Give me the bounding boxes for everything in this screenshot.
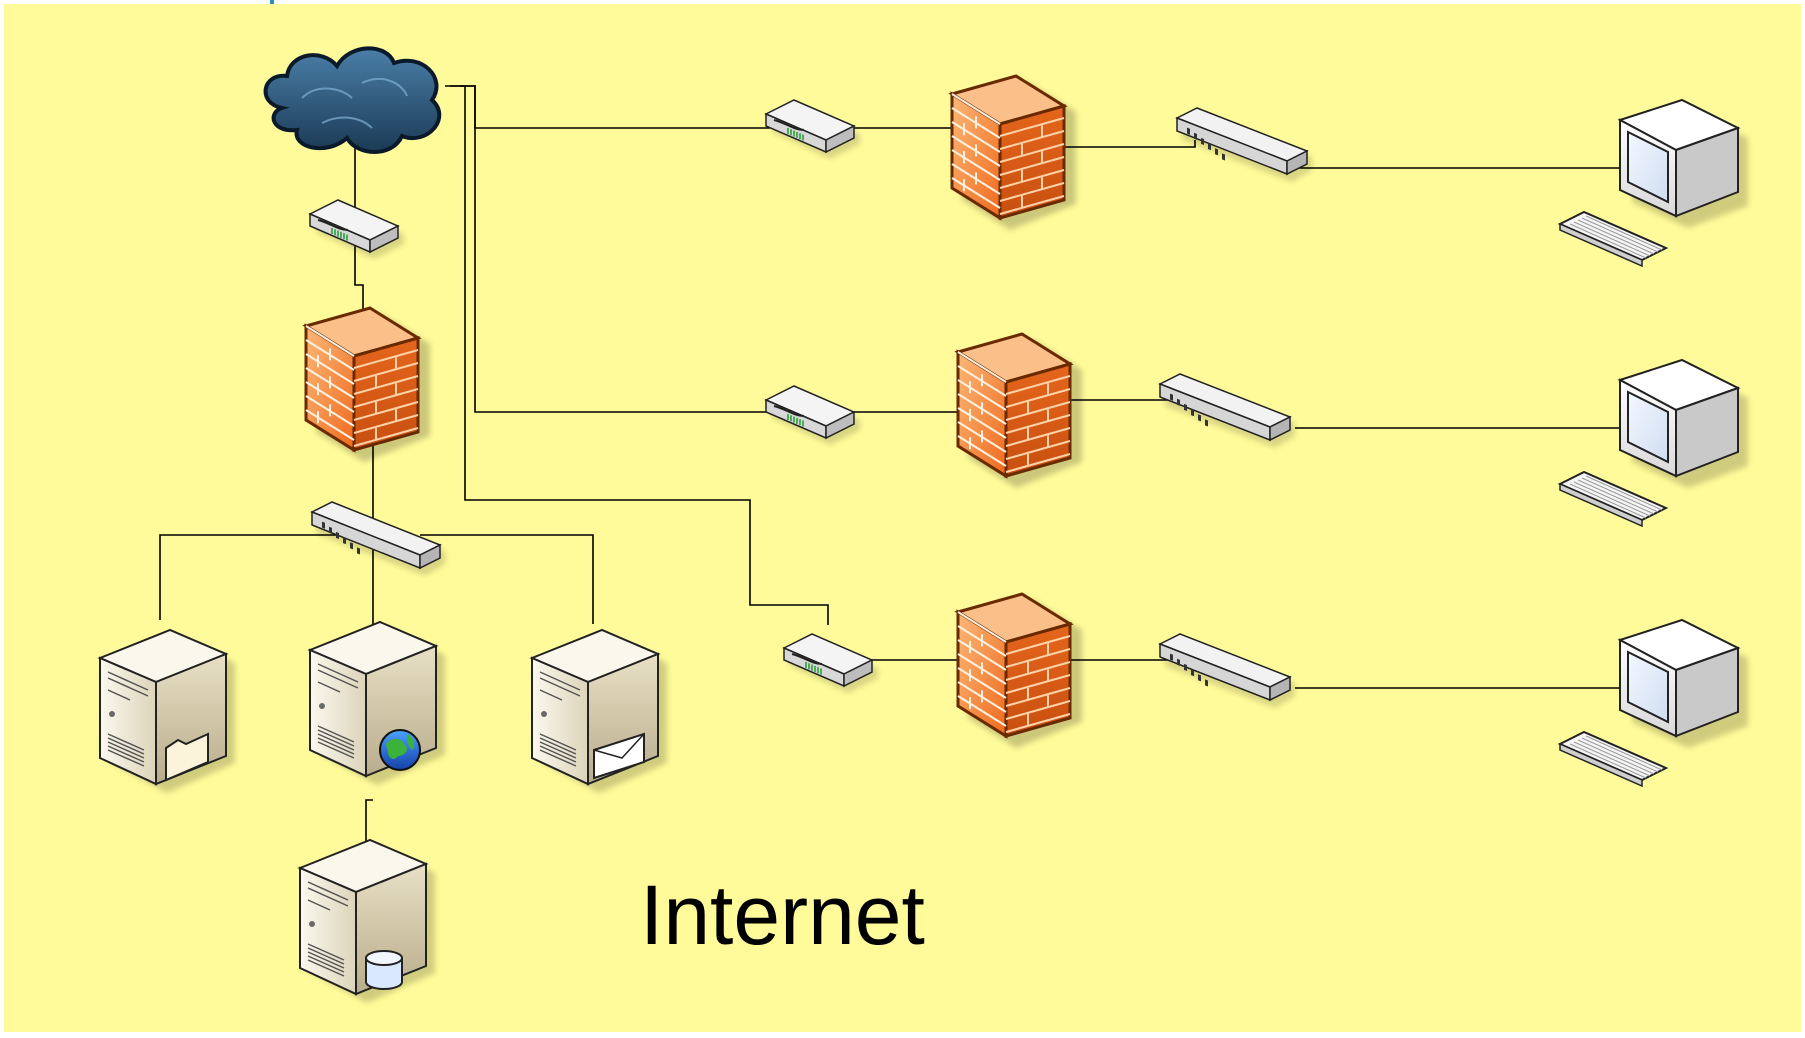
web-server-icon [307,620,445,785]
switch-branch-1 [1175,107,1312,182]
diagram-background [4,4,1801,1032]
connection-line-4 [159,534,390,620]
switch-main [310,501,445,576]
modem-branch-2 [764,385,860,445]
workstation-2-icon [1557,358,1748,528]
modem-branch-1 [764,99,860,159]
firewall-main [302,306,430,462]
file-server-icon [97,628,235,793]
firewall-branch-1 [948,74,1076,230]
switch-branch-3 [1158,633,1295,708]
internet-cloud-icon [263,46,442,154]
modem-main [308,199,404,259]
connection-line-7 [460,85,770,413]
modem-branch-3 [782,633,878,693]
switch-branch-2 [1158,373,1295,448]
workstation-3-icon [1557,618,1748,788]
firewall-branch-3 [954,592,1082,748]
firewall-branch-2 [954,332,1082,488]
mail-server-icon [529,628,667,793]
connection-line-5 [420,534,594,624]
corner-fragment [270,0,274,4]
workstation-1-icon [1557,98,1748,268]
connection-line-8 [450,85,829,625]
database-server-icon [297,838,435,1003]
diagram-label: Internet [640,868,925,962]
